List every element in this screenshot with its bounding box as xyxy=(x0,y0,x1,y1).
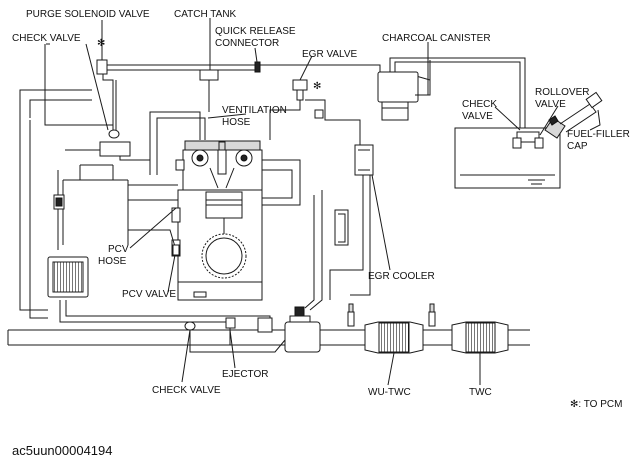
twc-converter xyxy=(451,321,509,354)
wu-twc-converter xyxy=(364,321,424,354)
label-check-valve-tank-1: CHECK xyxy=(462,99,497,110)
charcoal-canister xyxy=(377,71,419,121)
egr-cooler xyxy=(354,144,374,176)
o2-sensor-rear xyxy=(428,303,436,327)
throttle-body xyxy=(99,141,185,171)
o2-sensor-front xyxy=(347,303,355,327)
label-wu-twc: WU-TWC xyxy=(368,387,411,398)
label-charcoal-canister: CHARCOAL CANISTER xyxy=(382,33,491,44)
label-pcv-hose-1: PCV xyxy=(108,244,129,255)
egr-valve xyxy=(292,79,324,119)
label-check-valve-tank-2: VALVE xyxy=(462,111,493,122)
pcm-marker-1: ✻ xyxy=(97,38,105,49)
engine-block xyxy=(171,140,263,301)
label-rollover-valve-1: ROLLOVER xyxy=(535,87,589,98)
fuel-tank xyxy=(454,91,603,189)
egr-pipe-bracket xyxy=(334,209,349,246)
label-ventilation-hose-2: HOSE xyxy=(222,117,251,128)
air-cleaner xyxy=(19,115,89,319)
label-fuel-filler-cap-1: FUEL-FILLER xyxy=(567,129,630,140)
label-ventilation-hose-1: VENTILATION xyxy=(222,105,287,116)
label-check-valve-top-left: CHECK VALVE xyxy=(12,33,81,44)
manifold-box xyxy=(257,317,273,333)
label-egr-cooler: EGR COOLER xyxy=(368,271,435,282)
label-ejector: EJECTOR xyxy=(222,369,269,380)
label-purge-solenoid-valve: PURGE SOLENOID VALVE xyxy=(26,9,150,20)
ejector xyxy=(225,317,236,329)
label-quick-release-connector-2: CONNECTOR xyxy=(215,38,279,49)
label-catch-tank: CATCH TANK xyxy=(174,9,237,20)
label-egr-valve: EGR VALVE xyxy=(302,49,358,60)
exhaust-manifold-flange xyxy=(284,306,321,353)
label-pcv-valve: PCV VALVE xyxy=(122,289,176,300)
label-pcv-hose-2: HOSE xyxy=(98,256,127,267)
label-quick-release-connector-1: QUICK RELEASE xyxy=(215,26,296,37)
label-rollover-valve-2: VALVE xyxy=(535,99,566,110)
purge-solenoid-valve xyxy=(96,44,108,75)
check-valve-left-side xyxy=(53,194,65,210)
catch-tank xyxy=(199,69,219,81)
label-to-pcm-note: ✻: TO PCM xyxy=(570,399,622,410)
figure-code: ac5uun00004194 xyxy=(12,443,113,458)
pcm-marker-2: ✻ xyxy=(313,81,321,92)
pcv-valve-body xyxy=(172,244,180,256)
labels: PURGE SOLENOID VALVE CATCH TANK QUICK RE… xyxy=(12,9,630,458)
label-twc: TWC xyxy=(469,387,492,398)
label-fuel-filler-cap-2: CAP xyxy=(567,141,588,152)
quick-release-connector xyxy=(254,61,261,73)
check-valve-bottom xyxy=(184,321,196,331)
check-valve-top-left xyxy=(108,129,120,139)
label-check-valve-bottom: CHECK VALVE xyxy=(152,385,221,396)
intake-manifold xyxy=(57,164,178,250)
leader-lines xyxy=(46,18,601,386)
hose-network xyxy=(19,44,526,353)
